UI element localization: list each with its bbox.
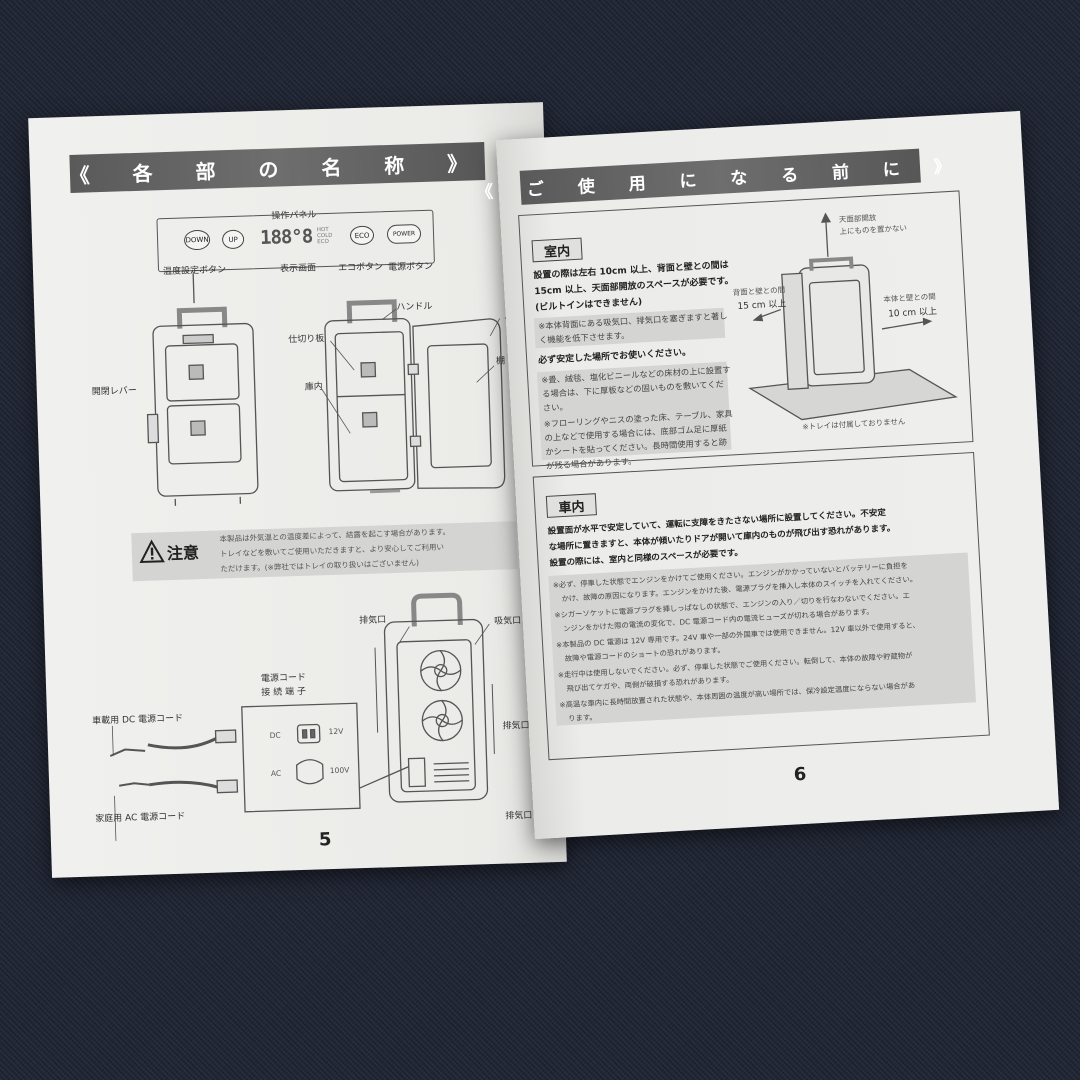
manual-page-6: 《 ご 使 用 に な る 前 に 》 室内 設置の際は左右 10cm 以上、背… — [476, 110, 1060, 840]
warning-icon — [139, 539, 165, 563]
dim-side-line-2: 10 cm 以上 — [887, 306, 938, 320]
label-exhaust-side: 排気口 — [502, 720, 530, 732]
dim-top-line-1: 天面部開放 — [838, 213, 877, 225]
fridge-front-diagram — [146, 273, 259, 506]
placement-diagram — [748, 212, 958, 421]
page-number-5: 5 — [318, 829, 332, 851]
fridge-rear-diagram — [109, 592, 495, 841]
manual-page-5: 《 各 部 の 名 称 》 操作パネル DOWN UP 188°8 HOT CO… — [28, 102, 567, 878]
label-intake: 吸気口 — [494, 616, 522, 627]
page-number-6: 6 — [793, 763, 807, 786]
label-exhaust-top: 排気口 — [358, 615, 387, 627]
label-exhaust-bottom: 排気口 — [505, 810, 533, 822]
dim-back-line-2: 15 cm 以上 — [737, 299, 787, 312]
label-ac: AC — [270, 768, 282, 778]
label-12v: 12V — [328, 726, 344, 737]
car-note-line-10: ります。 — [568, 712, 597, 724]
label-power-terminal-1: 電源コード — [260, 672, 307, 685]
fridge-open-diagram — [321, 299, 506, 494]
label-power-terminal-2: 接 続 端 子 — [261, 686, 307, 699]
label-dc: DC — [269, 730, 281, 740]
label-100v: 100V — [329, 765, 350, 776]
car-tag: 車内 — [545, 493, 597, 518]
